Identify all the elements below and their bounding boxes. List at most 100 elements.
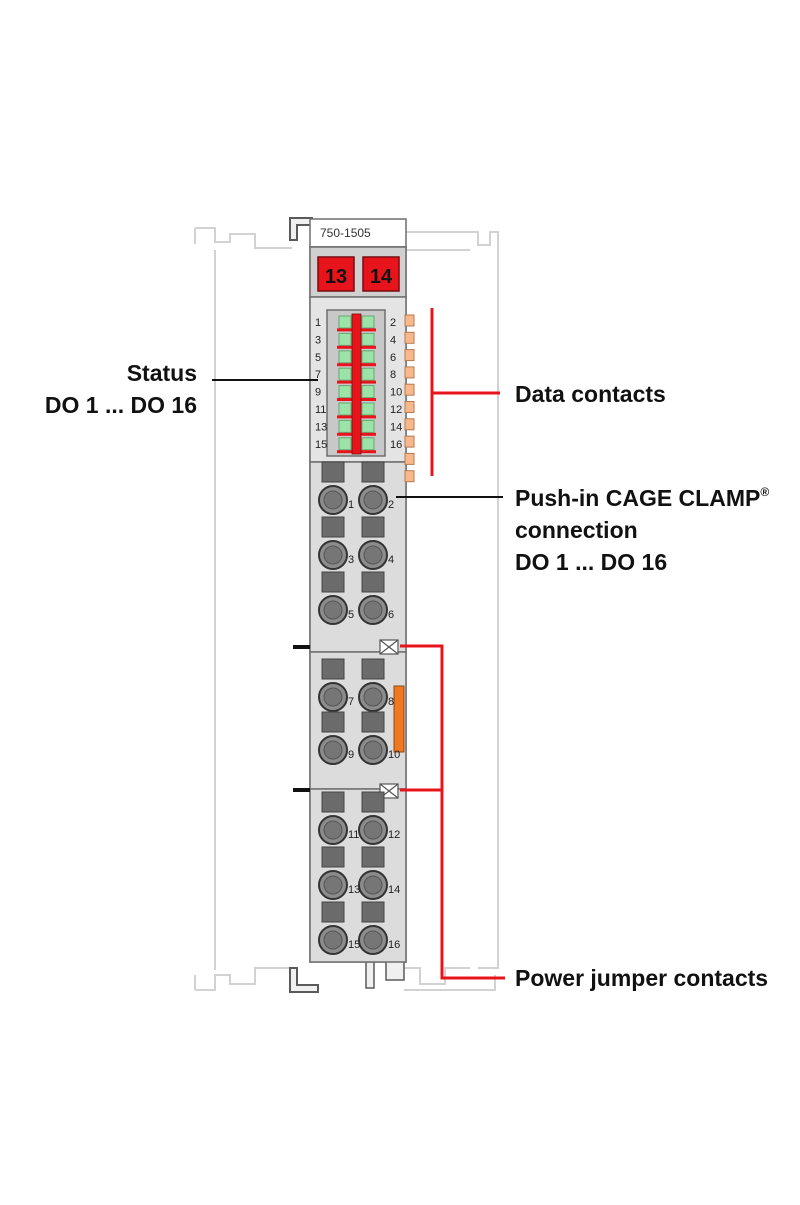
terminal-opening: [363, 875, 383, 895]
status-callout-line2: DO 1 ... DO 16: [45, 392, 197, 418]
terminal-opening: [363, 600, 383, 620]
status-callout-line1: Status: [127, 360, 197, 386]
release-button[interactable]: [361, 711, 385, 733]
status-led-1: [338, 315, 352, 329]
led-number-right: 8: [390, 369, 396, 381]
led-number-right: 6: [390, 352, 396, 364]
status-led-16: [361, 437, 375, 451]
release-button[interactable]: [361, 791, 385, 813]
status-led-7: [338, 367, 352, 381]
terminal-number: 8: [388, 696, 394, 708]
data-contact-pad: [404, 452, 415, 465]
data-contact-pad: [404, 314, 415, 327]
data-contact-pad: [404, 470, 415, 483]
release-button[interactable]: [361, 846, 385, 868]
terminal-number: 11: [348, 829, 359, 841]
callout-lines: [212, 308, 505, 980]
terminal-number: 6: [388, 609, 394, 621]
led-number-left: 5: [315, 352, 321, 364]
status-led-3: [338, 332, 352, 346]
led-center-strip: [351, 313, 362, 455]
terminal-opening: [323, 490, 343, 510]
led-number-left: 1: [315, 317, 321, 329]
terminal-opening: [363, 740, 383, 760]
release-button[interactable]: [321, 846, 345, 868]
status-led-6: [361, 350, 375, 364]
power-jumper-callout: Power jumper contacts: [515, 965, 768, 991]
release-button[interactable]: [321, 461, 345, 483]
terminal-number: 10: [388, 749, 400, 761]
data-contact-pad: [404, 331, 415, 344]
led-number-right: 16: [390, 439, 402, 451]
push-in-callout-line1: Push-in CAGE CLAMP®: [515, 485, 769, 511]
data-contacts-callout: Data contacts: [515, 381, 666, 407]
terminal-number: 7: [348, 696, 354, 708]
status-led-8: [361, 367, 375, 381]
neighbor-module-outlines: [194, 227, 499, 991]
terminal-opening: [323, 600, 343, 620]
led-number-right: 2: [390, 317, 396, 329]
terminal-number: 12: [388, 829, 400, 841]
terminal-number: 2: [388, 499, 394, 511]
release-button[interactable]: [361, 571, 385, 593]
release-button[interactable]: [321, 791, 345, 813]
status-led-2: [361, 315, 375, 329]
terminal-opening: [323, 820, 343, 840]
release-button[interactable]: [321, 658, 345, 680]
release-button[interactable]: [321, 901, 345, 923]
release-button[interactable]: [321, 711, 345, 733]
led-number-right: 12: [390, 404, 402, 416]
terminal-opening: [363, 545, 383, 565]
status-led-10: [361, 385, 375, 399]
status-led-11: [338, 402, 352, 416]
led-number-left: 9: [315, 387, 321, 399]
status-led-15: [338, 437, 352, 451]
data-contact-pad: [404, 418, 415, 431]
data-contact-pad: [404, 401, 415, 413]
release-button[interactable]: [361, 658, 385, 680]
terminal-number: 14: [388, 884, 400, 896]
led-number-right: 4: [390, 334, 396, 346]
terminal-opening: [323, 875, 343, 895]
status-led-14: [361, 419, 375, 433]
data-contact-pads: [404, 314, 415, 483]
release-button[interactable]: [321, 571, 345, 593]
push-in-callout-text: Push-in CAGE CLAMP: [515, 485, 760, 511]
push-in-callout-line2: connection: [515, 517, 638, 543]
part-number-label: 750-1505: [320, 226, 371, 240]
status-led-group: [337, 313, 376, 455]
top-marker-labels: 13 14: [317, 256, 400, 292]
led-number-right: 14: [390, 421, 402, 433]
marker-label-14: 14: [370, 266, 393, 288]
terminal-opening: [323, 930, 343, 950]
terminal-opening: [323, 687, 343, 707]
terminal-number: 9: [348, 749, 354, 761]
led-number-left: 7: [315, 369, 321, 381]
data-contact-pad: [404, 383, 415, 396]
release-button[interactable]: [321, 516, 345, 538]
marker-label-13: 13: [325, 266, 347, 288]
terminal-number: 4: [388, 554, 394, 566]
terminal-number: 1: [348, 499, 354, 511]
status-led-4: [361, 332, 375, 346]
status-led-5: [338, 350, 352, 364]
status-led-13: [338, 419, 352, 433]
terminal-number: 15: [348, 939, 360, 951]
status-led-12: [361, 402, 375, 416]
push-in-callout-line3: DO 1 ... DO 16: [515, 549, 667, 575]
terminal-number: 13: [348, 884, 360, 896]
terminal-opening: [363, 687, 383, 707]
registered-mark: ®: [760, 485, 769, 499]
terminal-opening: [363, 930, 383, 950]
release-button[interactable]: [361, 461, 385, 483]
terminal-opening: [323, 740, 343, 760]
release-button[interactable]: [361, 516, 385, 538]
led-number-right: 10: [390, 387, 402, 399]
status-led-9: [338, 385, 352, 399]
data-contact-pad: [404, 435, 415, 448]
led-number-left: 13: [315, 421, 327, 433]
release-button[interactable]: [361, 901, 385, 923]
